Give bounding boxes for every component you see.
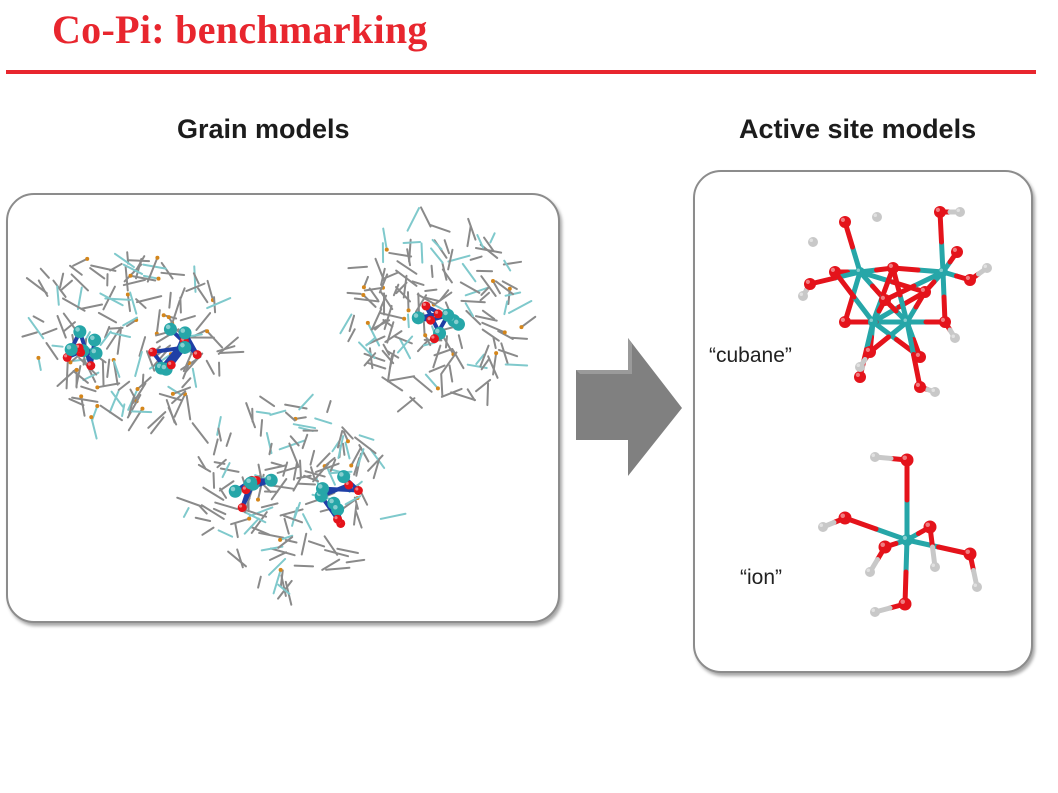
- grain-cluster-3: [176, 393, 407, 606]
- slide-title: Co-Pi: benchmarking: [52, 7, 428, 52]
- grain-cluster-1: [21, 251, 245, 440]
- grain-clusters-illustration: [21, 206, 537, 606]
- ion-molecule: [818, 452, 982, 617]
- title-underline: [6, 70, 1036, 74]
- cubane-molecule: [798, 206, 992, 397]
- grain-cluster-2: [339, 206, 537, 413]
- cubane-label: “cubane”: [709, 344, 792, 367]
- active-site-models-heading: Active site models: [739, 114, 977, 144]
- grain-models-heading: Grain models: [177, 114, 350, 144]
- active-site-illustration: [798, 206, 992, 617]
- active-site-models-panel: [693, 170, 1033, 673]
- right-arrow-icon: [576, 338, 682, 476]
- ion-label: “ion”: [740, 566, 783, 589]
- grain-models-panel: [6, 193, 560, 623]
